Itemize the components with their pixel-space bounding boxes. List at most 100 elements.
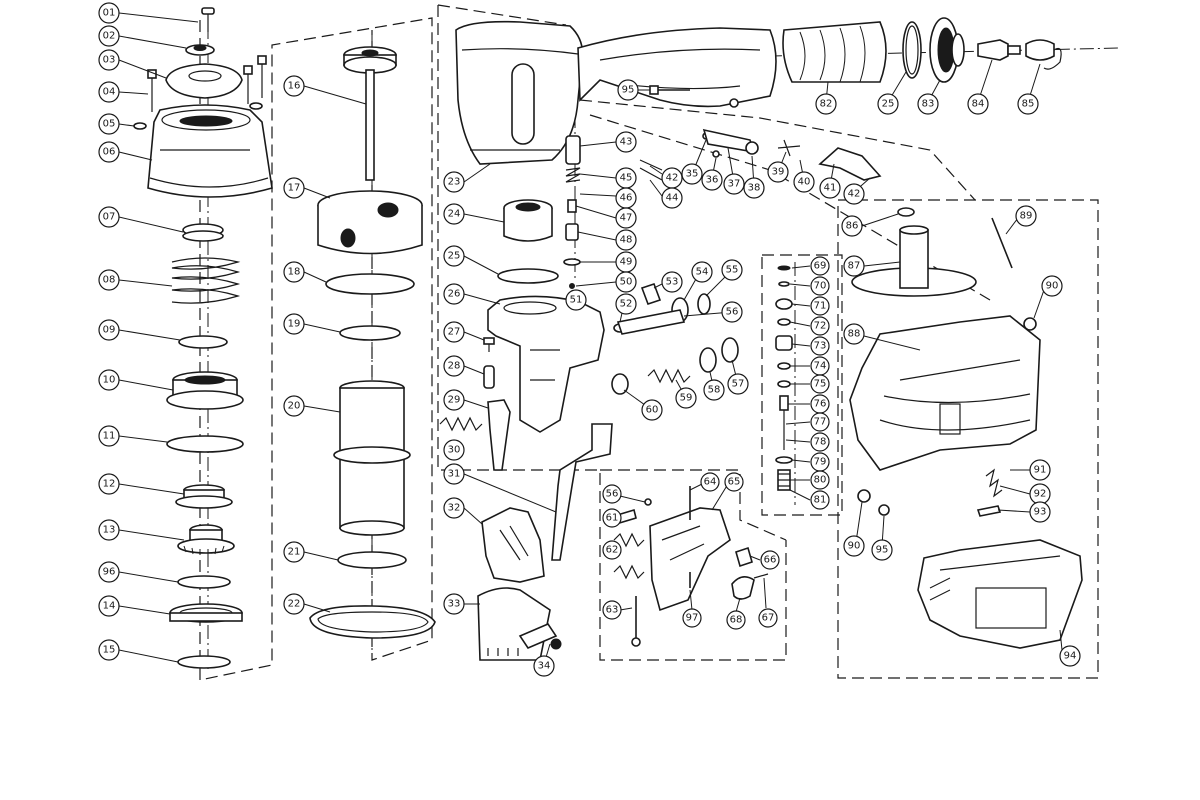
callout: 45: [615, 167, 637, 189]
callout-label: 84: [972, 99, 985, 110]
callout-label: 75: [814, 379, 827, 390]
callout-label: 66: [764, 555, 777, 566]
callout-label: 67: [762, 613, 775, 624]
cylinder-assembly: [309, 46, 436, 639]
callout-label: 26: [448, 289, 461, 300]
callout: 94: [1059, 645, 1081, 667]
callout: 25: [443, 245, 465, 267]
callout: 52: [615, 293, 637, 315]
callout-label: 76: [814, 399, 827, 410]
callout-label: 95: [876, 545, 889, 556]
callout: 16: [283, 75, 305, 97]
callout-label: 56: [726, 307, 739, 318]
callout: 10: [98, 369, 120, 391]
callout: 30: [443, 439, 465, 461]
main-body: [455, 17, 1062, 165]
callout-label: 14: [103, 601, 116, 612]
callout: 65: [724, 472, 744, 492]
callout: 67: [758, 608, 778, 628]
callout: 90: [843, 535, 865, 557]
callout-label: 17: [288, 183, 301, 194]
callout-label: 58: [708, 385, 721, 396]
valve-parts: [439, 128, 882, 661]
callout: 59: [675, 387, 697, 409]
callout-label: 28: [448, 361, 461, 372]
leader-lines: [118, 12, 1063, 665]
callout: 50: [615, 271, 637, 293]
callout: 35: [681, 163, 703, 185]
callout-label: 09: [103, 325, 116, 336]
callout: 68: [726, 610, 746, 630]
callout: 14: [98, 595, 120, 617]
callout-label: 07: [103, 212, 116, 223]
callout-label: 45: [620, 173, 633, 184]
callout-label: 20: [288, 401, 301, 412]
callout-label: 62: [606, 545, 619, 556]
trigger-group: [613, 486, 769, 647]
callout-label: 27: [448, 327, 461, 338]
callout-label: 95: [622, 85, 635, 96]
callout-label: 22: [288, 599, 301, 610]
callout: 42: [843, 183, 865, 205]
callout-label: 49: [620, 257, 633, 268]
callout-label: 87: [848, 261, 861, 272]
callout: 53: [661, 271, 683, 293]
callout-label: 40: [798, 177, 811, 188]
callout: 31: [443, 463, 465, 485]
callout: 41: [819, 177, 841, 199]
callout: 73: [810, 336, 830, 356]
callout: 36: [701, 169, 723, 191]
callout-label: 35: [686, 169, 699, 180]
callout-label: 47: [620, 213, 633, 224]
callout-label: 86: [846, 221, 859, 232]
callout: 17: [283, 177, 305, 199]
callout: 19: [283, 313, 305, 335]
callout: 62: [602, 540, 622, 560]
callout: 74: [810, 356, 830, 376]
callout: 80: [810, 470, 830, 490]
callout: 70: [810, 276, 830, 296]
callout: 08: [98, 269, 120, 291]
callout: 49: [615, 251, 637, 273]
callout: 21: [283, 541, 305, 563]
callout-label: 04: [103, 87, 116, 98]
callout-label: 72: [814, 321, 827, 332]
callout: 56: [602, 484, 622, 504]
callout-label: 34: [538, 661, 551, 672]
callout: 64: [700, 472, 720, 492]
callout: 95: [617, 79, 639, 101]
callout-label: 41: [824, 183, 837, 194]
callout-label: 15: [103, 645, 116, 656]
callout-label: 31: [448, 469, 461, 480]
callout: 39: [767, 161, 789, 183]
callout-label: 06: [103, 147, 116, 158]
callout: 54: [691, 261, 713, 283]
callout: 76: [810, 394, 830, 414]
callout-label: 53: [666, 277, 679, 288]
callout: 48: [615, 229, 637, 251]
callout-label: 08: [103, 275, 116, 286]
callout: 85: [1017, 93, 1039, 115]
callout-label: 51: [570, 295, 583, 306]
callout: 69: [810, 256, 830, 276]
callout: 01: [98, 2, 120, 24]
callout: 83: [917, 93, 939, 115]
callout: 55: [721, 259, 743, 281]
callout-label: 48: [620, 235, 633, 246]
callout-label: 71: [814, 301, 827, 312]
callout: 82: [815, 93, 837, 115]
callout: 34: [533, 655, 555, 677]
callout: 63: [602, 600, 622, 620]
callout-label: 65: [728, 477, 741, 488]
callout-label: 78: [814, 437, 827, 448]
callout: 06: [98, 141, 120, 163]
callout: 25: [877, 93, 899, 115]
callout-label: 60: [646, 405, 659, 416]
callout: 87: [843, 255, 865, 277]
callout: 58: [703, 379, 725, 401]
callout-label: 63: [606, 605, 619, 616]
callout-label: 18: [288, 267, 301, 278]
callout: 20: [283, 395, 305, 417]
callout: 90: [1041, 275, 1063, 297]
